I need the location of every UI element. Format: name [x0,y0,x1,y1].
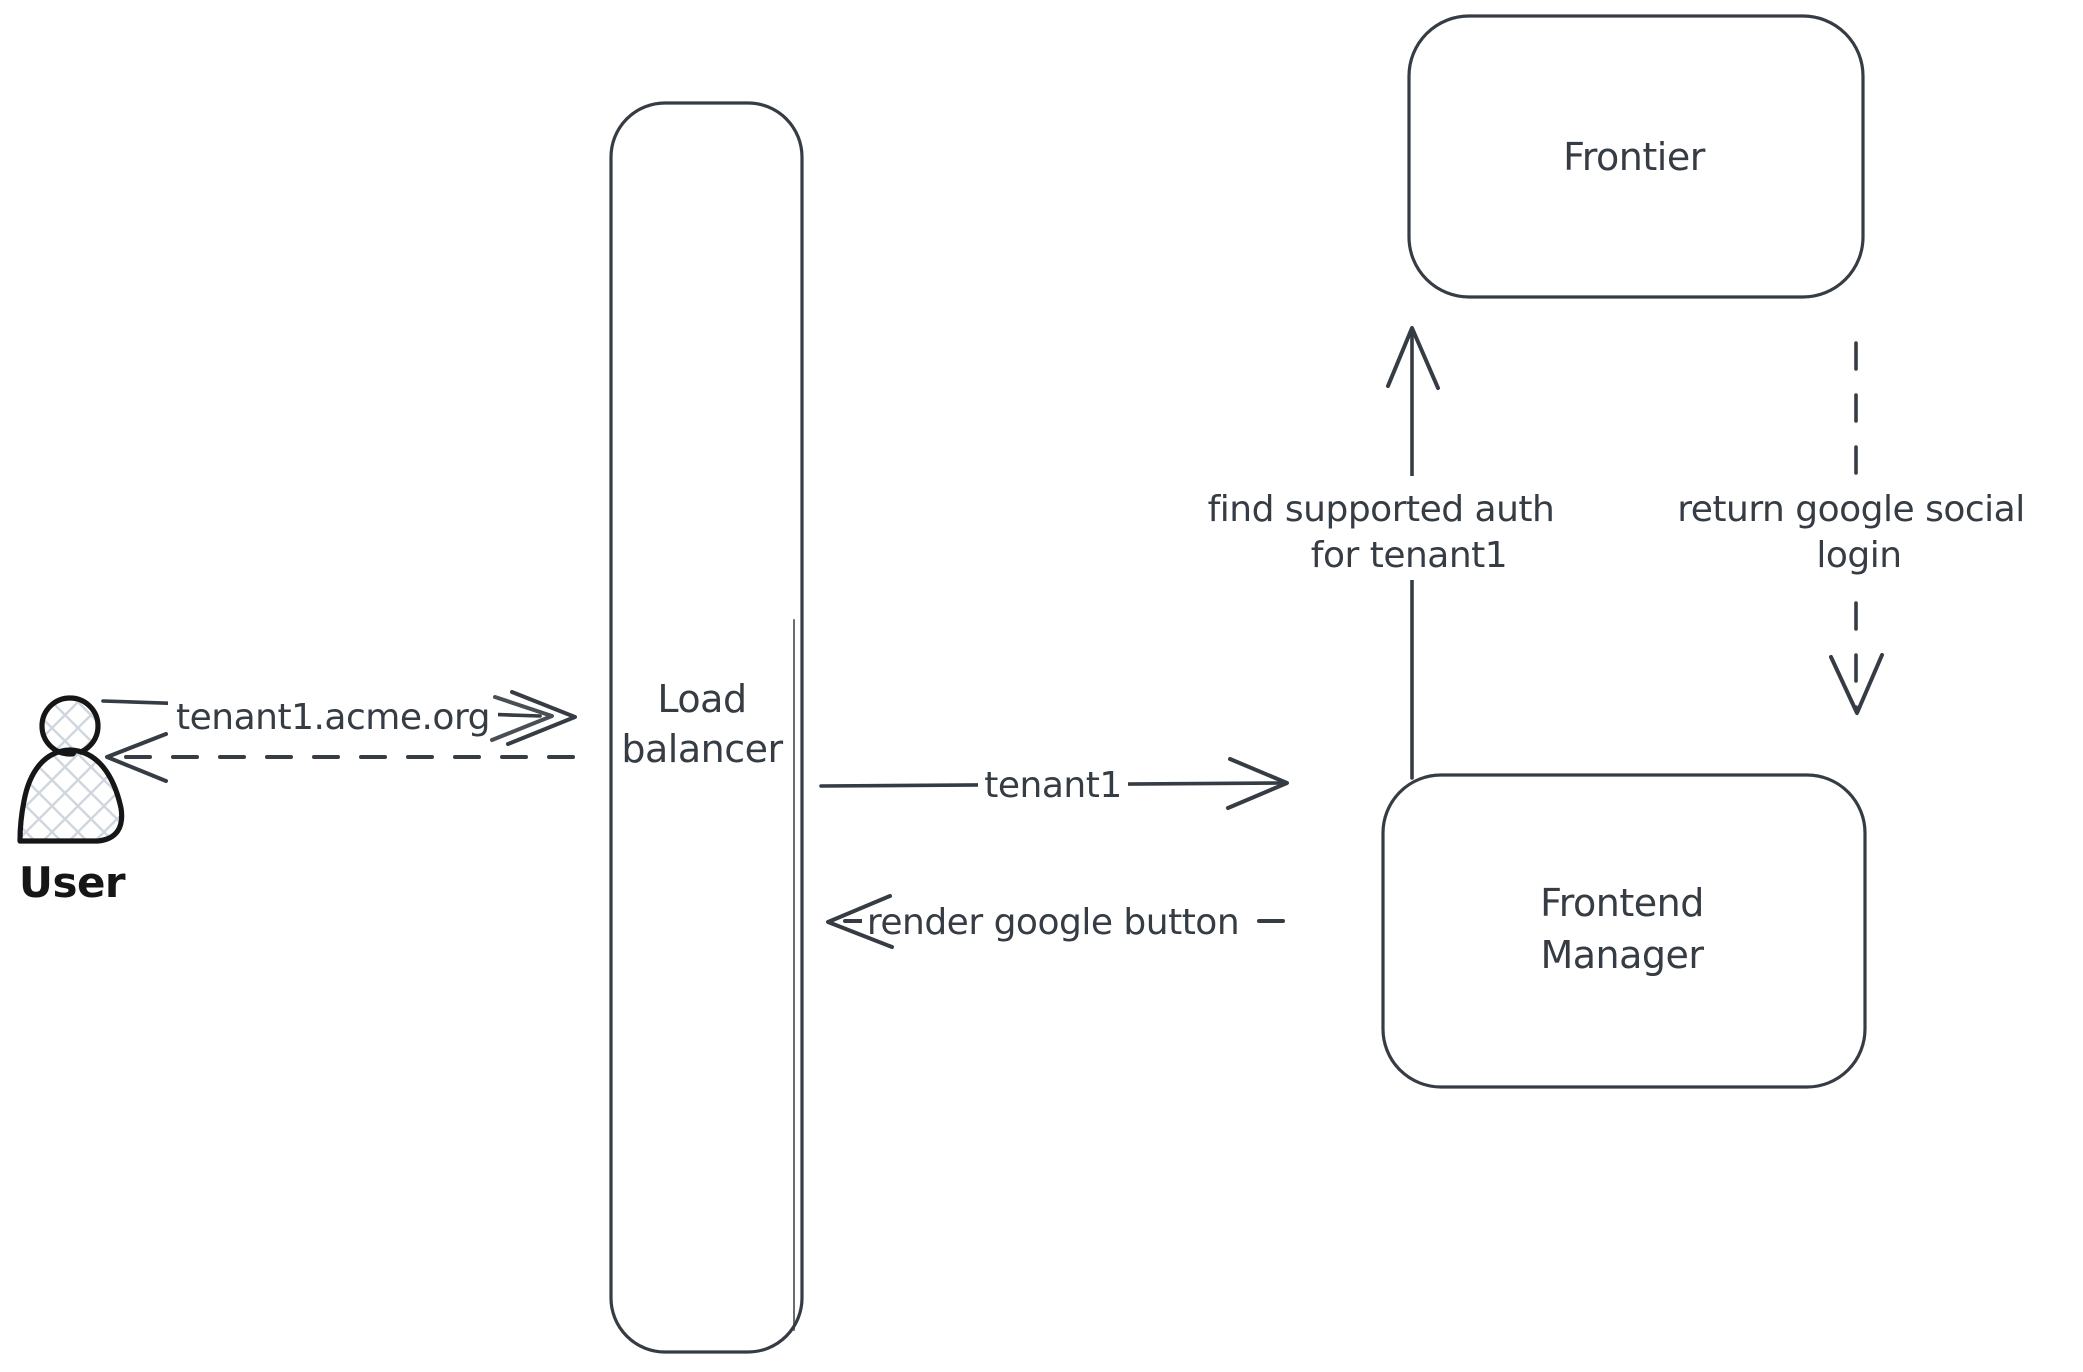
frontend-manager-node: Frontend Manager [1381,773,1867,1089]
frontend-manager-label-line2: Manager [1540,933,1704,977]
frontier-box [1407,14,1865,299]
load-balancer-label-line1: Load [657,677,746,721]
edge-user-request: tenant1.acme.org [101,680,577,746]
user-actor: User [17,695,126,907]
arrowhead-left-icon [826,894,894,949]
edge-render-button: render google button [826,890,1285,950]
arrowhead-down-icon [1829,653,1884,715]
edge-return-login: return google social login [1648,341,2056,715]
label-backdrop [1648,476,2056,580]
user-label: User [19,858,126,907]
load-balancer-node: Load balancer [609,101,804,1354]
arrowhead-right-icon [506,690,577,746]
label-backdrop [978,752,1128,806]
edge-label-return-login-line2: login [1816,535,1901,576]
edge-forward-tenant: tenant1 [819,752,1289,810]
load-balancer-box [609,101,804,1354]
edge-response-to-user [105,732,575,783]
arrowhead-right-icon [1226,757,1289,810]
user-body [17,747,125,844]
load-balancer-label-line2: balancer [621,727,783,771]
arrowhead-up-icon [1386,326,1440,390]
edge-label-return-login-line1: return google social [1677,489,2025,530]
label-backdrop [862,890,1244,950]
edge-label-forward-tenant: tenant1 [984,765,1121,806]
edge-label-find-auth-line1: find supported auth [1208,489,1555,530]
frontier-node: Frontier [1407,14,1865,299]
edge-label-user-request: tenant1.acme.org [176,697,490,738]
edge-label-render-button: render google button [867,902,1239,943]
arrowhead-right-icon [490,695,554,742]
edge-find-auth: find supported auth for tenant1 [1198,326,1562,780]
label-backdrop [168,680,498,738]
frontier-label: Frontier [1563,135,1706,179]
arrowhead-left-icon [105,732,168,783]
edge-label-find-auth-line2: for tenant1 [1311,535,1507,576]
user-head [39,695,101,757]
label-backdrop [1198,476,1562,580]
frontend-manager-label-line1: Frontend [1540,881,1704,925]
frontend-manager-box [1381,773,1867,1089]
